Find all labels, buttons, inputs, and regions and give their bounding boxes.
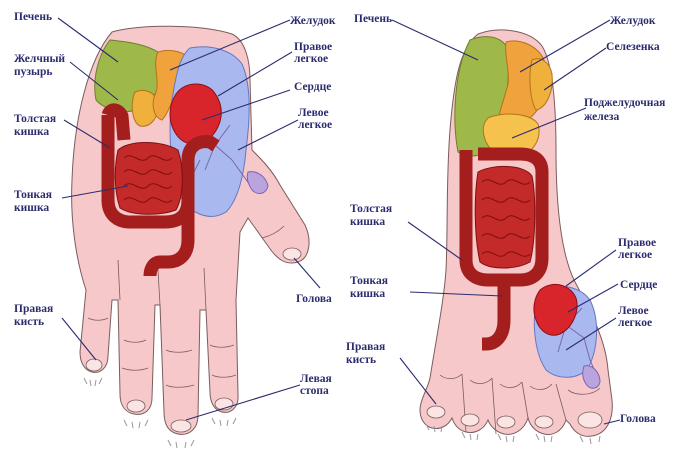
hand-label-large-intestine-1: Толстая [14, 113, 56, 125]
foot-label-stomach: Желудок [610, 15, 656, 27]
foot-nail [427, 406, 445, 418]
hand-label-small-intestine-1: Тонкая [14, 189, 52, 201]
hand-label-heart: Сердце [294, 81, 331, 93]
foot-label-right-lung-2: легкое [618, 249, 652, 261]
foot-label-small-intestine-1: Тонкая [350, 275, 388, 287]
hand-label-right-hand-1: Правая [14, 303, 53, 315]
foot-label-spleen: Селезенка [606, 41, 660, 53]
foot-label-head: Голова [620, 413, 656, 425]
foot-label-right-hand-2: кисть [346, 354, 376, 366]
foot-label-right-hand-1: Правая [346, 341, 385, 353]
foot-label-small-intestine-2: кишка [350, 288, 385, 300]
foot-label-liver: Печень [354, 13, 392, 25]
hand-label-stomach: Желудок [290, 15, 336, 27]
hand-label-right-lung-2: легкое [294, 53, 328, 65]
hand-nail [86, 359, 102, 371]
foot-nail [497, 416, 515, 428]
foot-label-heart: Сердце [620, 279, 657, 291]
hand-label-left-lung-2: легкое [298, 119, 332, 131]
foot-figure [420, 30, 612, 444]
hand-label-small-intestine-2: кишка [14, 202, 49, 214]
foot-nail [461, 414, 479, 426]
foot-label-pancreas-1: Поджелудочная [584, 97, 665, 109]
hand-nail [171, 420, 191, 432]
hand-label-left-foot-2: стопа [300, 385, 329, 397]
hand-nail [283, 248, 301, 260]
foot-label-pancreas-2: железа [584, 111, 619, 123]
hand-label-left-lung-1: Левое [298, 107, 329, 119]
hand-label-right-lung-1: Правое [294, 41, 332, 53]
foot-label-right-lung-1: Правое [618, 237, 656, 249]
hand-label-right-hand-2: кисть [14, 316, 44, 328]
hand-label-gallbladder-1: Желчный [14, 53, 65, 65]
hand-label-liver: Печень [14, 11, 52, 23]
foot-label-left-lung-1: Левое [618, 305, 649, 317]
foot-label-left-lung-2: легкое [618, 317, 652, 329]
hand-nail [127, 400, 145, 412]
hand-label-large-intestine-2: кишка [14, 126, 49, 138]
hand-label-head: Голова [296, 293, 332, 305]
hand-label-gallbladder-2: пузырь [14, 66, 52, 78]
hand-figure [72, 26, 309, 448]
hand-label-left-foot-1: Левая [300, 373, 332, 385]
foot-label-large-intestine-1: Толстая [350, 203, 392, 215]
foot-nail [535, 416, 553, 428]
foot-label-large-intestine-2: кишка [350, 216, 385, 228]
foot-nail [578, 412, 602, 428]
hand-small-intestine [115, 143, 182, 215]
